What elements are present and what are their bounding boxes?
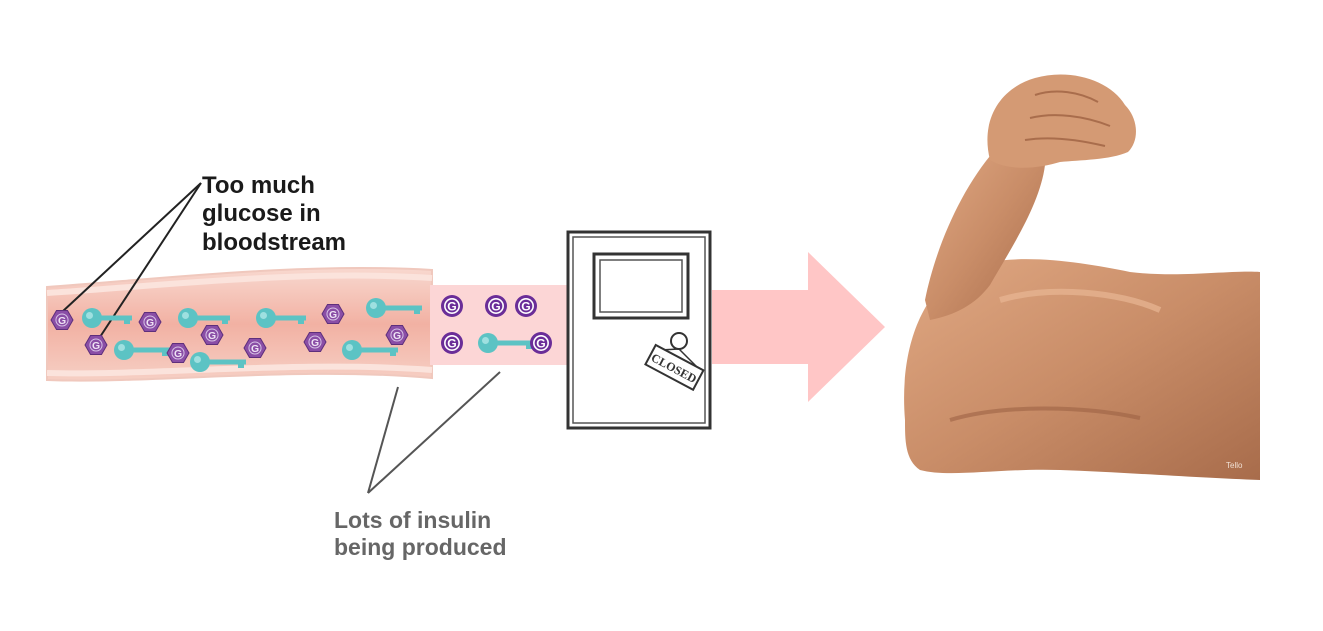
watermark-text: Tello — [1226, 461, 1243, 470]
glucose-letter: G — [521, 299, 530, 313]
glucose-letter: G — [174, 349, 182, 360]
glucose-letter: G — [208, 331, 216, 342]
insulin-label-line-2: being produced — [334, 534, 507, 561]
glucose-hexagon-icon: G — [84, 335, 108, 355]
glucose-letter: G — [58, 316, 66, 327]
glucose-letter: G — [536, 336, 545, 350]
glucose-circle-icon: G — [530, 332, 552, 354]
glucose-letter: G — [329, 310, 337, 321]
insulin-label-line-1: Lots of insulin — [334, 507, 492, 533]
insulin-label: Lots of insulin being produced — [334, 507, 507, 561]
glucose-letter: G — [251, 344, 259, 355]
glucose-letter: G — [393, 331, 401, 342]
glucose-circle-icon: G — [485, 295, 507, 317]
glucose-hexagon-icon: G — [321, 304, 345, 324]
insulin-key-icon — [478, 333, 534, 353]
insulin-key-icon — [256, 308, 306, 328]
insulin-key-icon — [190, 352, 246, 372]
glucose-hexagon-icon: G — [303, 332, 327, 352]
glucose-letter: G — [447, 299, 456, 313]
right-arrow-icon — [712, 252, 885, 402]
glucose-circle-icon: G — [441, 332, 463, 354]
glucose-hexagon-icon: G — [385, 325, 409, 345]
pointer-lines-insulin — [367, 371, 501, 494]
glucose-circle-icon: G — [441, 295, 463, 317]
glucose-label-line-3: bloodstream — [202, 228, 347, 256]
insulin-key-icon — [342, 340, 398, 360]
glucose-letter: G — [146, 318, 154, 329]
glucose-hexagon-icon: G — [138, 312, 162, 332]
glucose-circle-icon: G — [515, 295, 537, 317]
glucose-hexagon-icon: G — [166, 343, 190, 363]
insulin-key-icon — [114, 340, 170, 360]
glucose-letter: G — [447, 336, 456, 350]
glucose-letter: G — [491, 299, 500, 313]
insulin-key-icon — [366, 298, 422, 318]
vessel-particles: G G G G G G G G G — [50, 298, 422, 372]
glucose-hexagon-icon: G — [200, 325, 224, 345]
glucose-label: Too much glucose in bloodstream — [202, 172, 346, 257]
glucose-hexagon-icon: G — [243, 338, 267, 358]
pointer-lines-glucose — [61, 182, 202, 341]
glucose-label-line-1: Too much — [202, 172, 315, 199]
glucose-hexagon-icon: G — [50, 310, 74, 330]
band-particles: G G G G G — [441, 295, 552, 354]
insulin-key-icon — [178, 308, 230, 328]
closed-door-icon: CLOSED — [566, 230, 712, 430]
glucose-letter: G — [311, 338, 319, 349]
insulin-key-icon — [82, 308, 132, 328]
flexed-arm-icon: Tello — [904, 74, 1260, 480]
glucose-letter: G — [92, 341, 100, 352]
blood-vessel — [46, 267, 570, 382]
glucose-label-line-2: glucose in — [202, 200, 321, 228]
